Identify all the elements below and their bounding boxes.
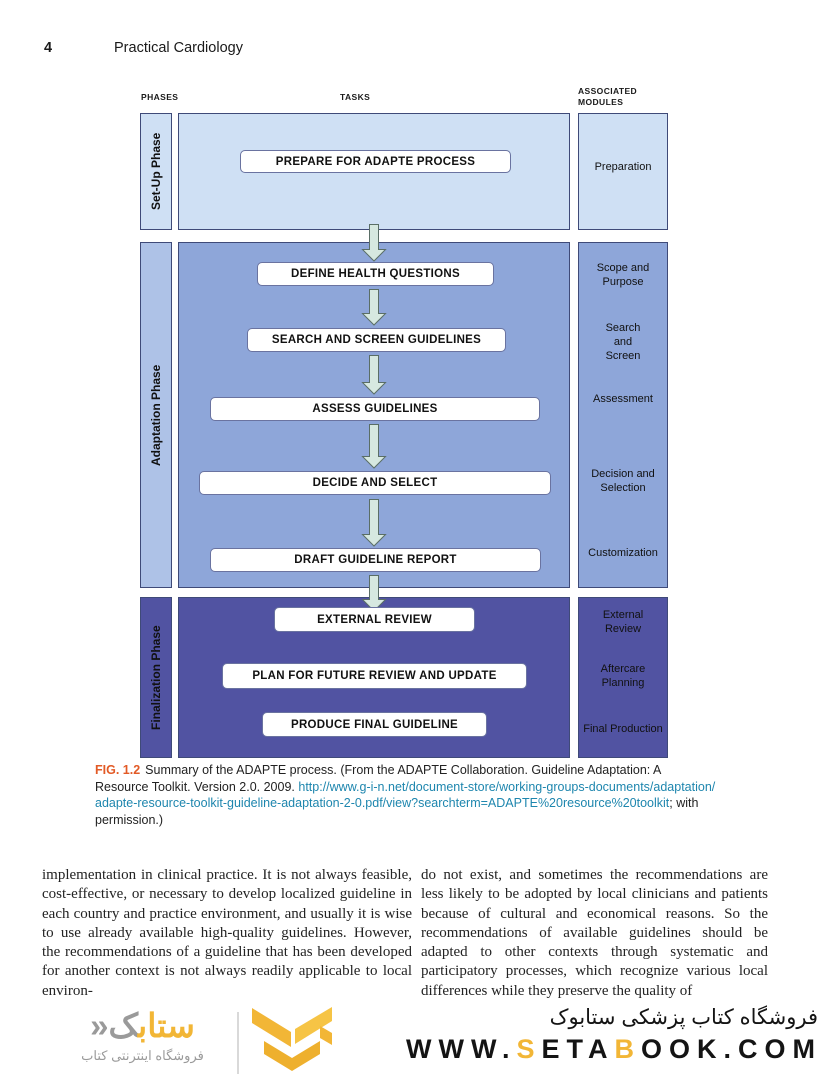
figure-caption-text: Summary of the ADAPTE process. (From the… — [95, 763, 661, 794]
adaptation-modules-area: Scope and Purpose Search and Screen Asse… — [578, 242, 668, 588]
task-prepare-for-adapte-process: PREPARE FOR ADAPTE PROCESS — [240, 150, 511, 173]
url-part-accent-s: S — [516, 1034, 542, 1064]
column-header-phases: PHASES — [141, 92, 179, 102]
task-assess-guidelines: ASSESS GUIDELINES — [210, 397, 540, 421]
module-assessment: Assessment — [593, 393, 653, 405]
logo-chevron-mark-icon: « — [90, 1007, 109, 1044]
setabook-logo-wordmark: ستابک« — [55, 1006, 230, 1046]
url-part: WWW. — [406, 1034, 517, 1064]
footer-site-url[interactable]: WWW.SETABOOK.COM — [406, 1034, 822, 1065]
module-search-and-screen: Search and Screen — [605, 322, 641, 362]
module-scope-and-purpose: Scope and Purpose — [596, 262, 650, 288]
down-arrow — [361, 289, 387, 326]
logo-wordmark-final-letter: ک — [108, 1007, 139, 1044]
body-text-right-column: do not exist, and sometimes the recommen… — [421, 867, 768, 999]
task-produce-final-guideline: PRODUCE FINAL GUIDELINE — [262, 712, 487, 737]
down-arrow — [361, 499, 387, 547]
module-external-review: External Review — [602, 609, 644, 635]
task-search-and-screen-guidelines: SEARCH AND SCREEN GUIDELINES — [247, 328, 506, 352]
down-arrow — [361, 575, 387, 612]
body-text-left-column: implementation in clinical practice. It … — [42, 867, 412, 999]
figure-caption-label: FIG. 1.2 — [95, 763, 141, 777]
figure-caption-text-after: ; with permission.) — [95, 796, 699, 827]
task-draft-guideline-report: DRAFT GUIDELINE REPORT — [210, 548, 541, 572]
module-preparation: Preparation — [594, 161, 652, 173]
setup-modules-area: Preparation — [578, 113, 668, 230]
footer-store-line: فروشگاه کتاب پزشکی ستابوک — [549, 1006, 818, 1029]
down-arrow — [361, 424, 387, 469]
module-aftercare-planning: Aftercare Planning — [600, 663, 646, 689]
url-part-accent-b: B — [614, 1034, 641, 1064]
setabook-chevron-emblem-icon — [252, 1007, 332, 1071]
setup-phase-label: Set-Up Phase — [149, 132, 163, 211]
adaptation-phase-label: Adaptation Phase — [149, 364, 163, 466]
finalization-phase-label: Finalization Phase — [149, 625, 163, 730]
caption-url-link[interactable]: http://www.g-i-n.net/document-store/work… — [95, 779, 716, 811]
module-final-production: Final Production — [583, 723, 663, 735]
task-decide-and-select: DECIDE AND SELECT — [199, 471, 551, 495]
module-decision-and-selection: Decision and Selection — [591, 468, 655, 494]
logo-subtitle: فروشگاه اینترنتی کتاب — [81, 1048, 204, 1063]
url-part: OOK.COM — [641, 1034, 822, 1064]
running-title: Practical Cardiology — [114, 40, 243, 56]
task-external-review: EXTERNAL REVIEW — [274, 607, 475, 632]
adaptation-phase-sidebar: Adaptation Phase — [140, 242, 172, 588]
task-define-health-questions: DEFINE HEALTH QUESTIONS — [257, 262, 494, 286]
column-header-associated-modules: ASSOCIATED MODULES — [578, 86, 638, 107]
finalization-modules-area: External Review Aftercare Planning Final… — [578, 597, 668, 758]
url-part: ETA — [541, 1034, 615, 1064]
finalization-phase-sidebar: Finalization Phase — [140, 597, 172, 758]
module-customization: Customization — [588, 547, 658, 559]
logo-divider — [237, 1012, 239, 1074]
page-number: 4 — [44, 40, 53, 56]
task-plan-for-future-review-and-update: PLAN FOR FUTURE REVIEW AND UPDATE — [222, 663, 527, 689]
column-header-tasks: TASKS — [340, 92, 371, 102]
logo-wordmark-main: ستاب — [138, 1007, 195, 1044]
down-arrow — [361, 224, 387, 262]
down-arrow — [361, 355, 387, 395]
setup-phase-sidebar: Set-Up Phase — [140, 113, 172, 230]
